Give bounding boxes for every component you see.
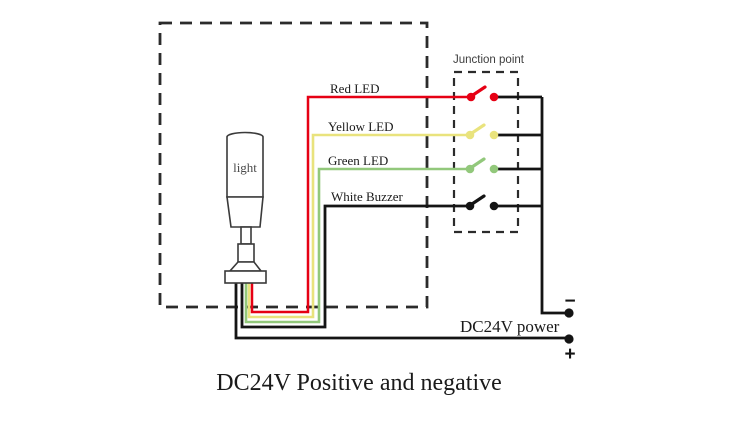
- tower-lamp-cone: [226, 196, 264, 228]
- tower-lamp-cylinder: [226, 131, 264, 198]
- green-switch-input-dot: [465, 164, 475, 174]
- green-led-label: Green LED: [328, 153, 388, 168]
- tower-light: [224, 131, 267, 284]
- switch-output-links: [494, 95, 542, 208]
- tower-pole-block: [237, 243, 255, 263]
- yellow-switch-output-dot: [489, 130, 499, 140]
- junction-point-dashed-box: [452, 70, 520, 234]
- diagram-title: DC24V Positive and negative: [216, 370, 502, 396]
- red-led-label: Red LED: [330, 81, 379, 96]
- negative-terminal-dot: [564, 308, 574, 318]
- common-positive-wire: [234, 283, 569, 340]
- negative-bus-wire: [540, 97, 569, 315]
- tower-base: [224, 270, 267, 284]
- negative-terminal-symbol: −: [564, 291, 575, 312]
- white-buzzer-switch: [465, 194, 499, 211]
- positive-terminal-symbol: +: [564, 344, 575, 365]
- red-switch-output-dot: [489, 92, 499, 102]
- yellow-switch-input-dot: [465, 130, 475, 140]
- yellow-led-label: Yellow LED: [328, 119, 394, 134]
- white-buzzer-wire: [240, 204, 468, 329]
- white-buzzer-label: White Buzzer: [331, 189, 403, 204]
- tower-light-label: light: [233, 160, 257, 175]
- tower-pole: [240, 226, 252, 245]
- red-switch: [466, 85, 499, 102]
- positive-terminal-dot: [564, 334, 574, 344]
- red-wire: [250, 95, 470, 314]
- equipment-boundary-dashed-box: [158, 21, 429, 309]
- red-switch-input-dot: [466, 92, 476, 102]
- yellow-switch: [465, 123, 499, 140]
- junction-point-label: Junction point: [453, 54, 525, 66]
- dc24v-power-label: DC24V power: [460, 317, 560, 336]
- green-switch-output-dot: [489, 164, 499, 174]
- white-buzzer-switch-input-dot: [465, 201, 475, 211]
- yellow-wire: [247, 133, 468, 319]
- green-wire: [244, 167, 468, 324]
- tower-base-flare: [228, 261, 263, 272]
- white-buzzer-switch-output-dot: [489, 201, 499, 211]
- green-switch: [465, 157, 499, 174]
